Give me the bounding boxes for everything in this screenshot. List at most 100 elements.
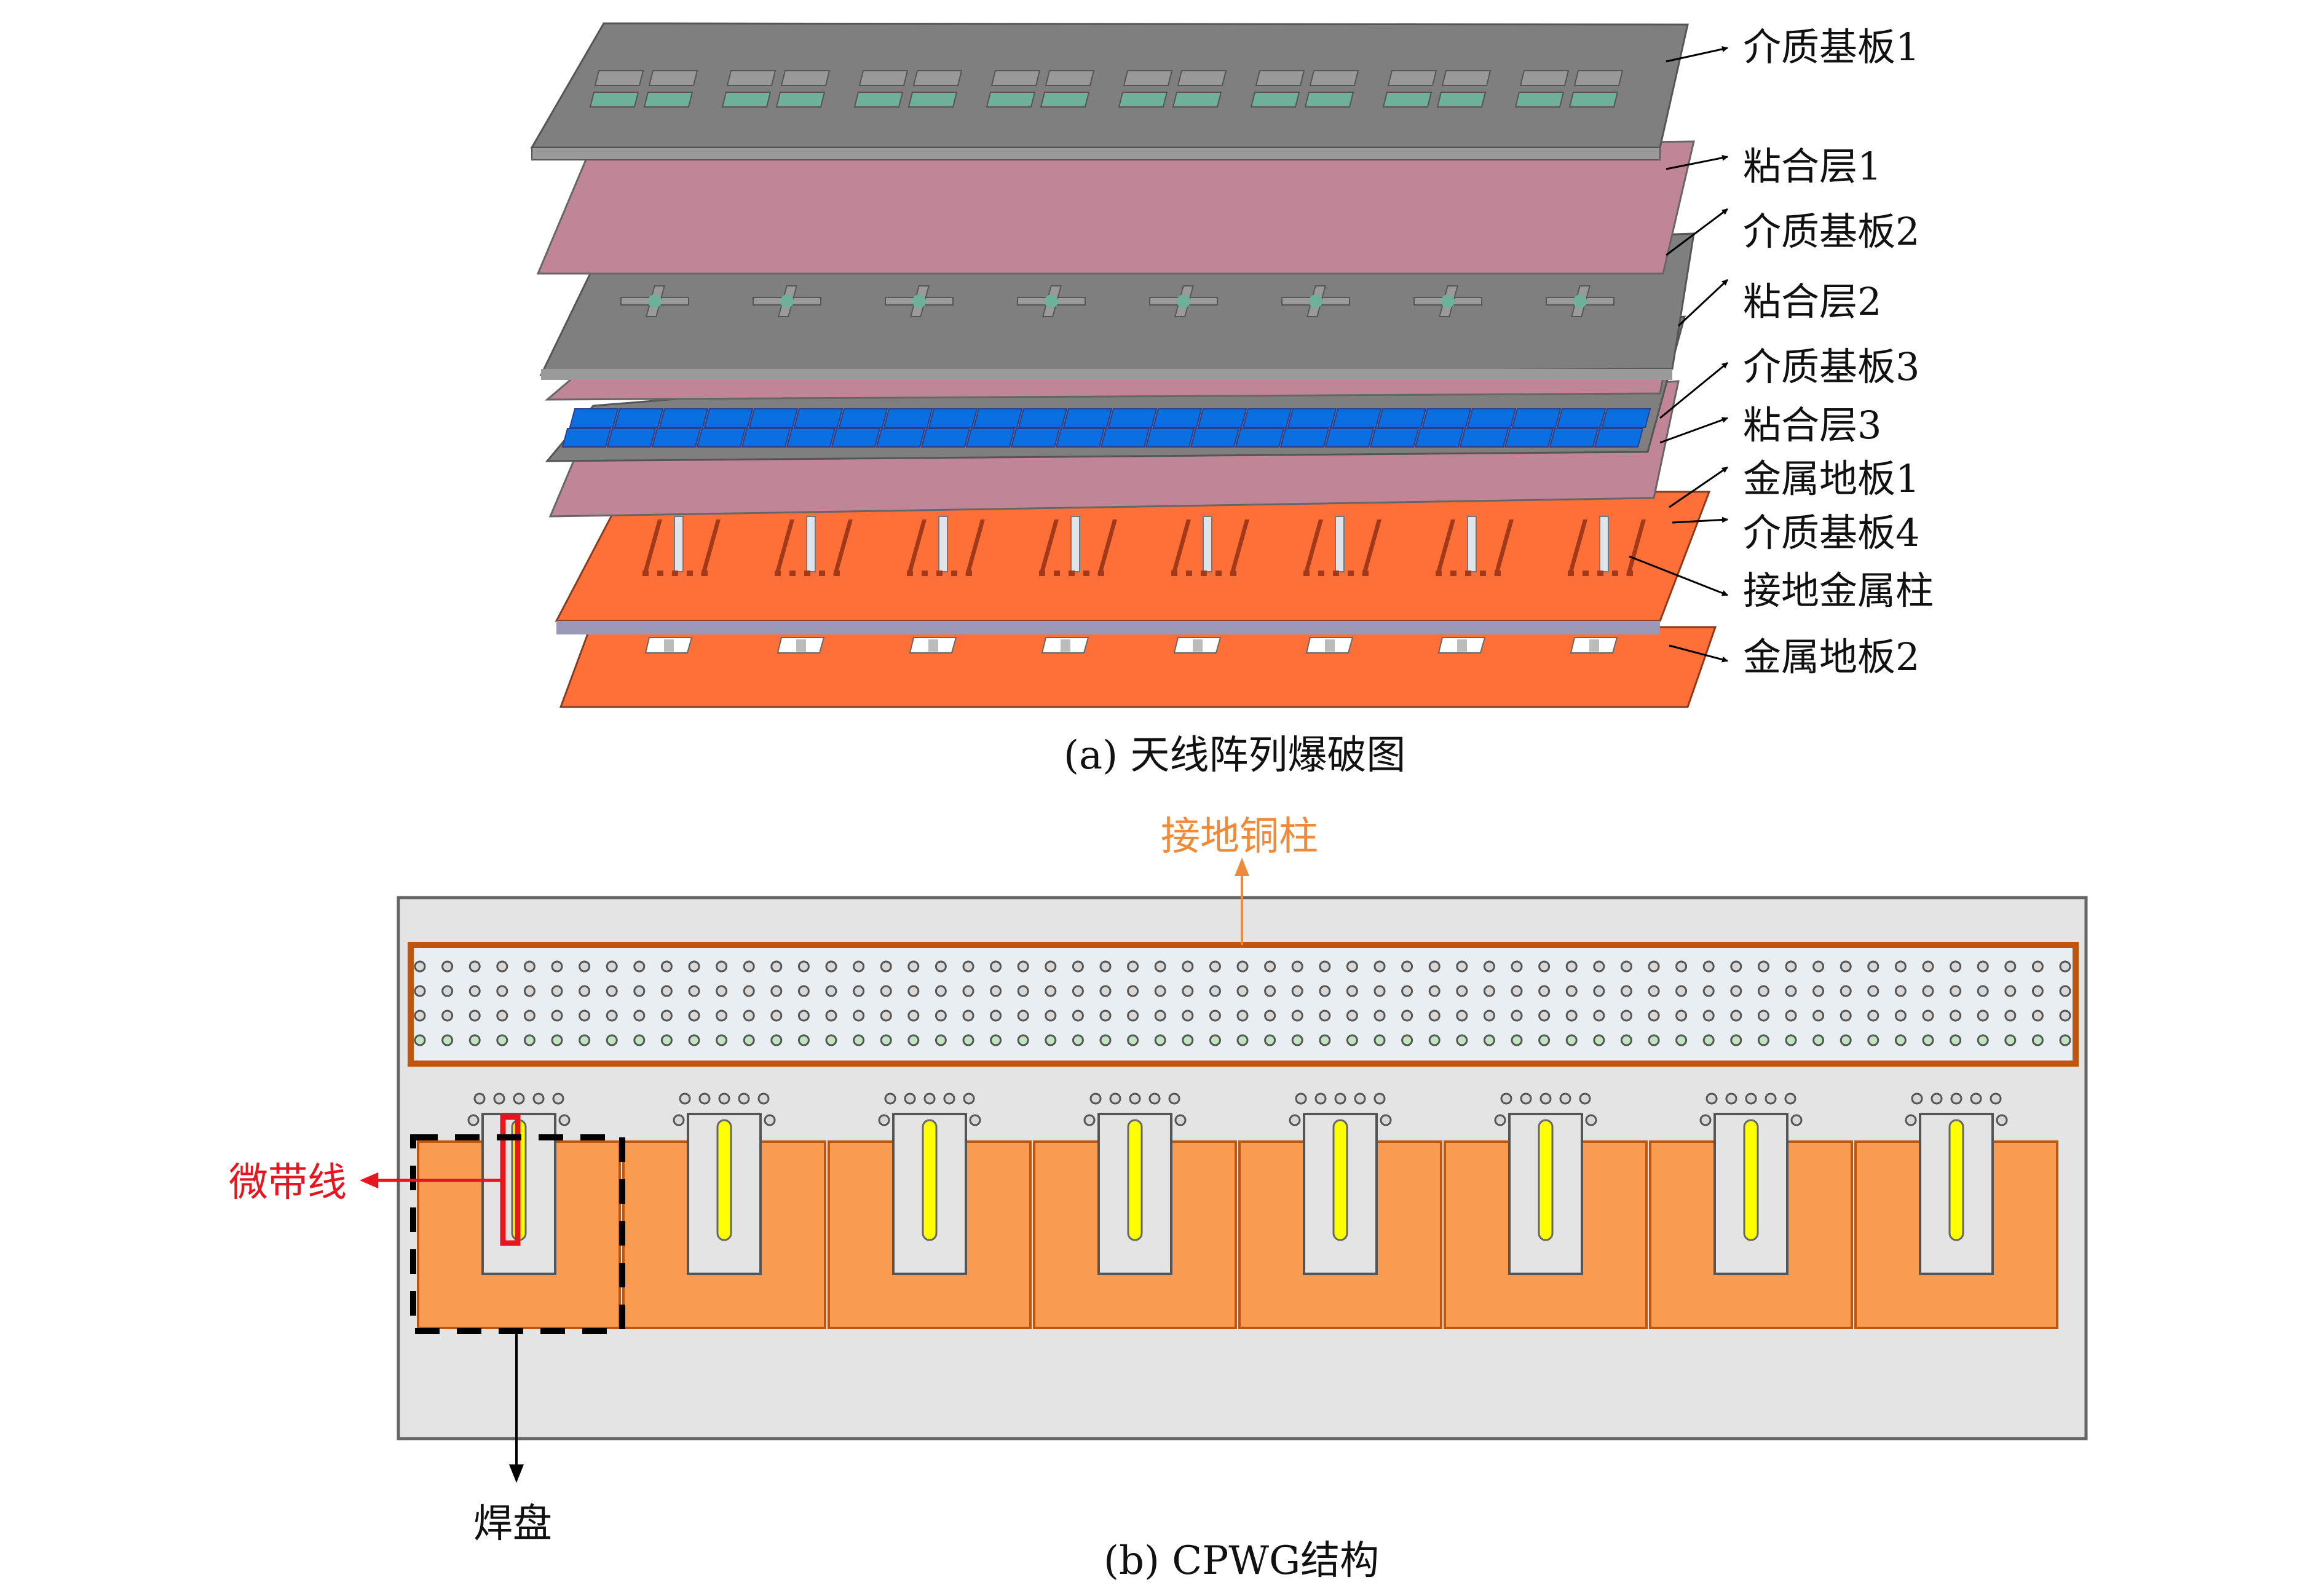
ground-via	[716, 985, 728, 997]
ground-via	[1483, 985, 1495, 997]
radiating-patch	[1511, 408, 1562, 428]
ground-via	[1373, 1034, 1386, 1046]
microstrip-line	[1538, 1119, 1554, 1241]
ground-via	[414, 1009, 426, 1022]
ground-via	[1593, 1009, 1605, 1022]
ground-via	[825, 1034, 837, 1046]
ground-via	[1099, 985, 1112, 997]
radiating-patch	[1062, 408, 1113, 428]
ground-via	[1785, 1009, 1797, 1022]
via-dot	[1362, 571, 1369, 576]
ground-via	[880, 960, 892, 973]
patch-pair-cell	[1514, 92, 1565, 108]
ground-via	[633, 985, 646, 997]
patch-pair-cell	[589, 92, 639, 108]
feed-pad	[1177, 294, 1190, 308]
caption-a: (a) 天线阵列爆破图	[1064, 733, 1405, 778]
ground-via	[969, 1114, 981, 1126]
ground-via	[1511, 1009, 1523, 1022]
ground-via	[1154, 1009, 1166, 1022]
ground-via	[2059, 1009, 2071, 1022]
via-dot	[1597, 571, 1603, 576]
ground-via	[1745, 1092, 1757, 1105]
ground-via	[1894, 985, 1907, 997]
ground-via	[1456, 1034, 1468, 1046]
via-callout-label: 接地铜柱	[1161, 814, 1318, 859]
ground-via	[679, 1092, 691, 1105]
ground-via	[1373, 960, 1386, 973]
ground-via	[1127, 960, 1139, 973]
ground-via	[1785, 985, 1797, 997]
patch-pair-cell	[726, 70, 777, 86]
feed-post-end	[796, 639, 806, 652]
feed-post-end	[1061, 639, 1070, 652]
ground-via	[825, 985, 837, 997]
via-dot	[687, 571, 693, 576]
via-dot	[1039, 571, 1045, 576]
ground-via	[904, 1092, 916, 1105]
substrate-4-edge	[556, 621, 1660, 634]
ground-via	[797, 960, 810, 973]
ground-via	[688, 1009, 700, 1022]
ground-via	[1648, 1034, 1660, 1046]
ground-via	[468, 1009, 481, 1022]
ground-via	[1757, 960, 1769, 973]
via-dot	[804, 571, 810, 576]
via-dot	[834, 571, 840, 576]
ground-via	[606, 1009, 618, 1022]
feed-post-end	[928, 639, 938, 652]
radiating-patch	[1107, 408, 1158, 428]
via-fence-array	[414, 960, 2071, 1046]
label-bond-layer-1: 粘合层1	[1743, 144, 1881, 189]
cross-slot-pads	[620, 285, 1615, 317]
ground-via	[743, 1034, 755, 1046]
radiating-patch	[606, 428, 657, 448]
ground-via	[1867, 1009, 1879, 1022]
ground-via	[1373, 985, 1386, 997]
ground-via	[1045, 1009, 1057, 1022]
ground-via	[1565, 985, 1578, 997]
ground-via	[1620, 1034, 1632, 1046]
ground-via	[764, 1114, 776, 1126]
radiating-patch	[1197, 408, 1247, 428]
ground-via	[1428, 960, 1441, 973]
ground-via	[1182, 960, 1194, 973]
radiating-patch	[1145, 428, 1195, 448]
via-dot	[951, 571, 957, 576]
ground-via	[1295, 1092, 1307, 1105]
radiating-patch	[1466, 408, 1517, 428]
ground-via	[1291, 960, 1303, 973]
radiating-patch	[741, 428, 791, 448]
ground-via	[1483, 960, 1495, 973]
ground-via	[853, 960, 865, 973]
ground-via	[1319, 960, 1331, 973]
ground-via	[1264, 1034, 1276, 1046]
ground-via	[923, 1092, 936, 1105]
ground-via	[1428, 1009, 1441, 1022]
ground-via	[935, 1034, 947, 1046]
ground-via	[414, 960, 426, 973]
radiating-patch	[1377, 408, 1427, 428]
ground-via	[1757, 1034, 1769, 1046]
ground-via	[1538, 1009, 1551, 1022]
via-row	[1039, 519, 1059, 575]
feed-post-end	[664, 639, 674, 652]
via-dot	[642, 571, 649, 576]
radiating-patch	[1279, 428, 1330, 448]
ground-via	[1168, 1092, 1180, 1105]
ground-via	[1538, 960, 1551, 973]
radiating-patch	[838, 408, 888, 428]
ground-via	[523, 960, 536, 973]
ground-via	[493, 1092, 505, 1105]
ground-via	[1045, 985, 1057, 997]
via-dot	[966, 571, 972, 576]
ground-via	[1790, 1114, 1803, 1126]
ground-via	[1291, 1009, 1303, 1022]
ground-metal-post	[1467, 516, 1477, 572]
ground-via	[523, 1034, 536, 1046]
ground-via	[1291, 985, 1303, 997]
ground-via	[1840, 960, 1852, 973]
ground-via	[1127, 1009, 1139, 1022]
via-dot	[1450, 571, 1456, 576]
label-ground-metal-post: 接地金属柱	[1743, 568, 1934, 613]
